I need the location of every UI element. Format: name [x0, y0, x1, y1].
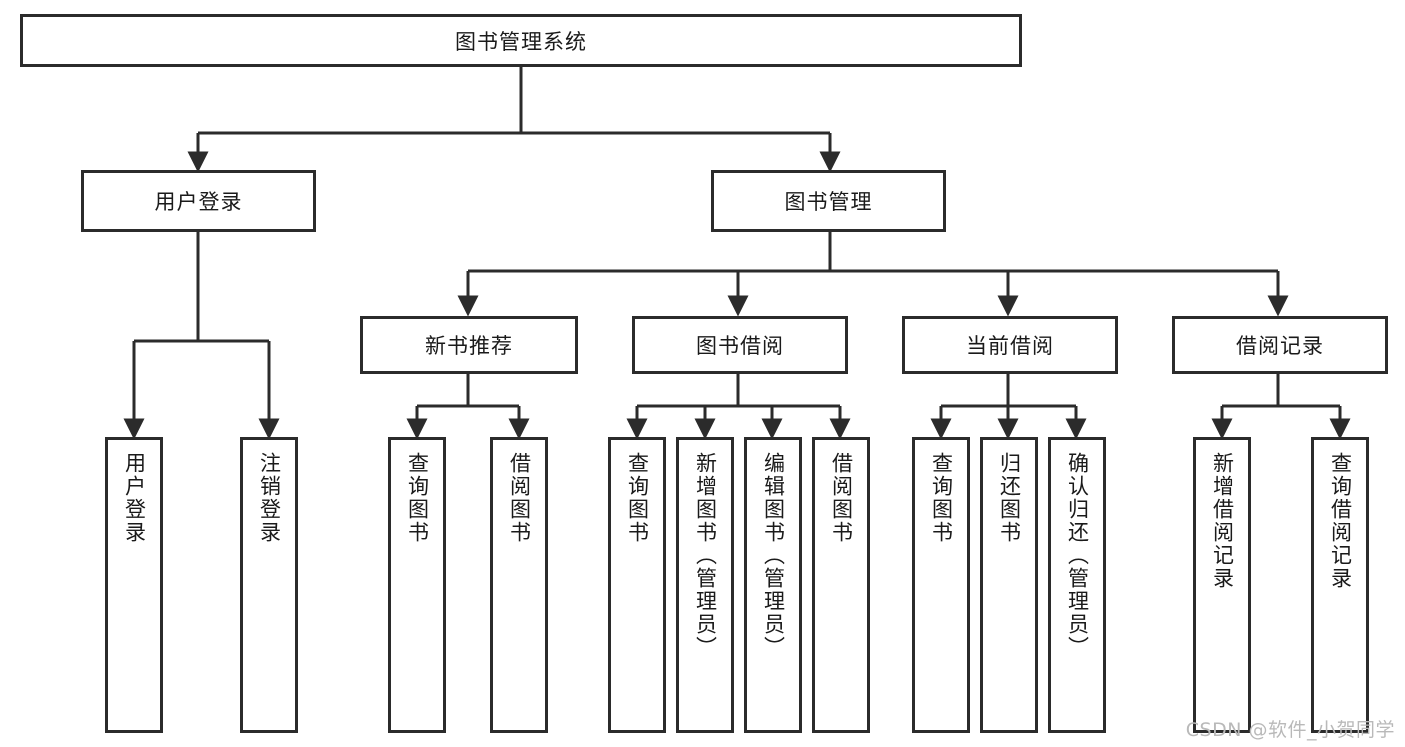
node-leaf-query-book-1[interactable]: 查询图书 — [388, 437, 446, 733]
node-book-manage[interactable]: 图书管理 — [711, 170, 946, 232]
node-leaf-query-book-3-label: 查询图书 — [929, 452, 954, 544]
node-user-login-label: 用户登录 — [154, 190, 243, 214]
node-root-label: 图书管理系统 — [455, 29, 587, 54]
node-leaf-edit-book[interactable]: 编辑图书（管理员） — [744, 437, 802, 733]
node-leaf-return-book[interactable]: 归还图书 — [980, 437, 1038, 733]
node-leaf-query-record[interactable]: 查询借阅记录 — [1311, 437, 1369, 733]
node-book-borrow[interactable]: 图书借阅 — [632, 316, 848, 374]
node-leaf-add-book-label: 新增图书（管理员） — [693, 452, 718, 659]
node-borrow-record[interactable]: 借阅记录 — [1172, 316, 1388, 374]
node-leaf-borrow-book-2[interactable]: 借阅图书 — [812, 437, 870, 733]
node-leaf-add-record[interactable]: 新增借阅记录 — [1193, 437, 1251, 733]
node-leaf-user-login-label: 用户登录 — [122, 452, 147, 544]
node-leaf-query-book-2-label: 查询图书 — [625, 452, 650, 544]
node-leaf-query-book-2[interactable]: 查询图书 — [608, 437, 666, 733]
node-leaf-query-record-label: 查询借阅记录 — [1328, 452, 1353, 590]
node-leaf-user-login[interactable]: 用户登录 — [105, 437, 163, 733]
node-leaf-add-book[interactable]: 新增图书（管理员） — [676, 437, 734, 733]
csdn-watermark: CSDN @软件_小贺同学 — [1185, 719, 1395, 741]
node-borrow-record-label: 借阅记录 — [1236, 334, 1324, 358]
node-root[interactable]: 图书管理系统 — [20, 14, 1022, 67]
node-new-book-recommend[interactable]: 新书推荐 — [360, 316, 578, 374]
node-leaf-user-logout[interactable]: 注销登录 — [240, 437, 298, 733]
node-leaf-confirm-return[interactable]: 确认归还（管理员） — [1048, 437, 1106, 733]
node-current-borrow-label: 当前借阅 — [966, 334, 1054, 358]
node-new-book-recommend-label: 新书推荐 — [425, 334, 513, 358]
node-leaf-borrow-book-1[interactable]: 借阅图书 — [490, 437, 548, 733]
node-leaf-add-record-label: 新增借阅记录 — [1210, 452, 1235, 590]
node-leaf-query-book-3[interactable]: 查询图书 — [912, 437, 970, 733]
node-leaf-return-book-label: 归还图书 — [997, 452, 1022, 544]
node-leaf-borrow-book-2-label: 借阅图书 — [829, 452, 854, 544]
node-leaf-borrow-book-1-label: 借阅图书 — [507, 452, 532, 544]
node-leaf-user-logout-label: 注销登录 — [257, 452, 282, 544]
node-book-borrow-label: 图书借阅 — [696, 334, 784, 358]
node-leaf-query-book-1-label: 查询图书 — [405, 452, 430, 544]
node-current-borrow[interactable]: 当前借阅 — [902, 316, 1118, 374]
node-user-login[interactable]: 用户登录 — [81, 170, 316, 232]
node-leaf-confirm-return-label: 确认归还（管理员） — [1065, 452, 1090, 659]
node-book-manage-label: 图书管理 — [784, 190, 873, 214]
node-leaf-edit-book-label: 编辑图书（管理员） — [761, 452, 786, 659]
